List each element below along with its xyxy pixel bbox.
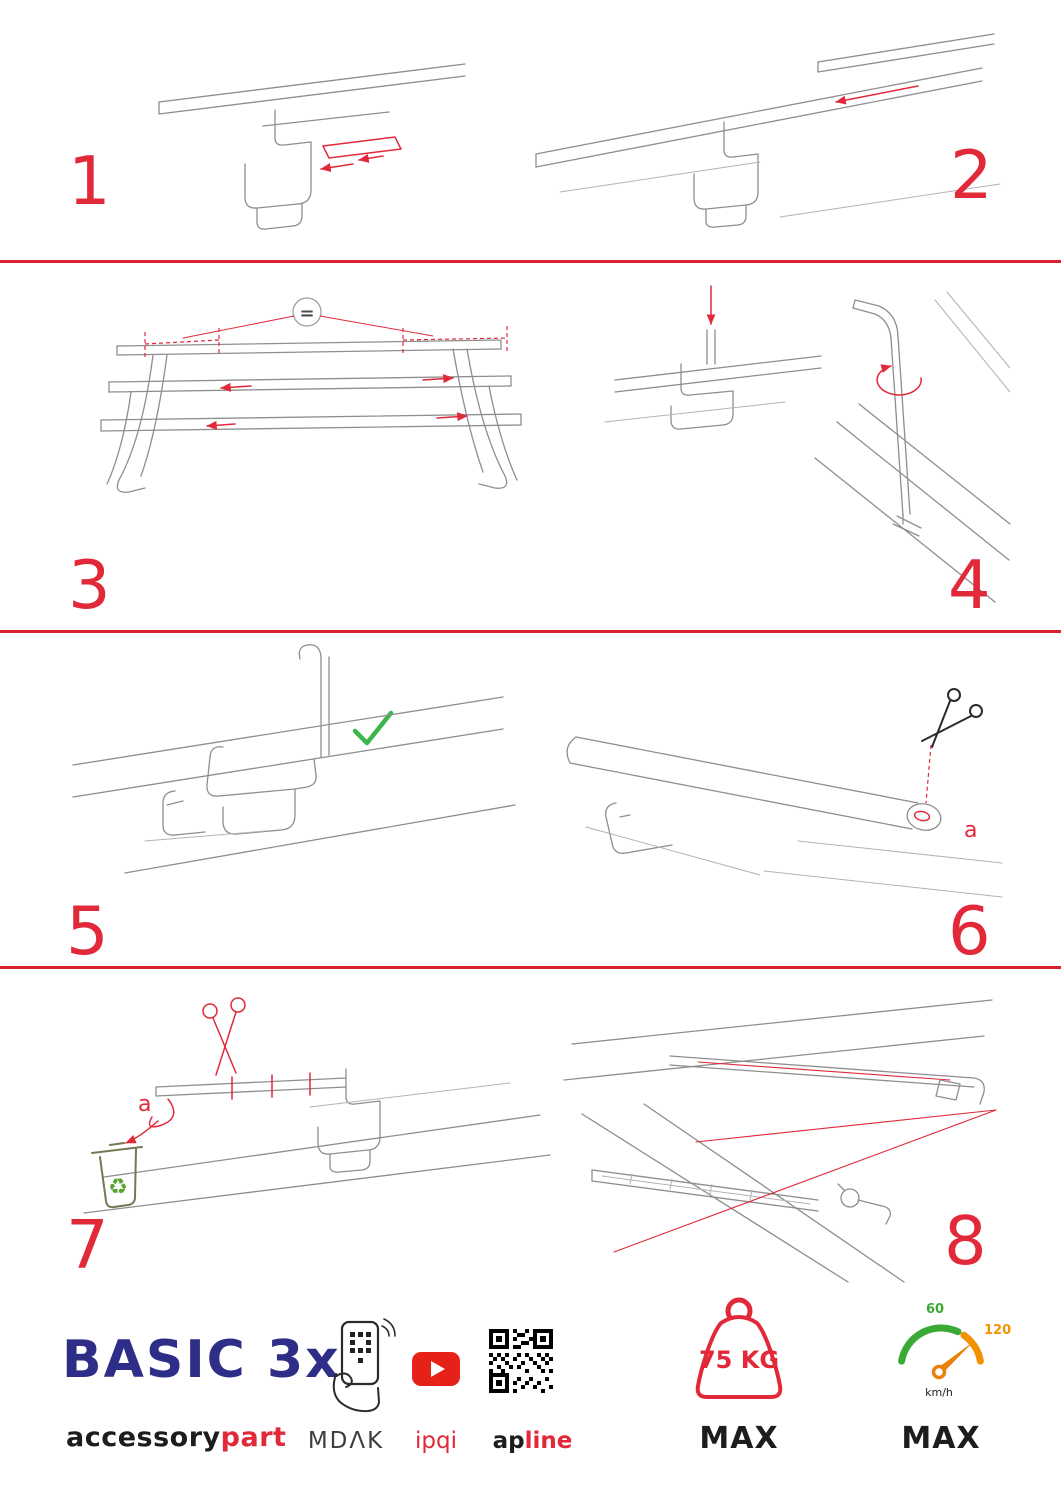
rotate-arrow — [876, 364, 922, 396]
t-bolt-adapter — [840, 1188, 860, 1208]
adjust-arrow — [220, 382, 252, 392]
partner-ipqi-label: ipqi — [415, 1428, 457, 1454]
step-6-number: 6 — [948, 892, 991, 970]
step-2-illustration — [535, 33, 1001, 228]
step-6-illustration: a — [566, 688, 1003, 898]
step-7-illustration: a ♻ — [83, 997, 551, 1214]
trash-bin-icon: ♻ — [91, 1142, 143, 1209]
brand-part: part — [220, 1422, 287, 1453]
section-divider-2 — [0, 630, 1061, 633]
part-a-label: a — [138, 1092, 151, 1117]
step-4-number: 4 — [948, 546, 991, 624]
speed-tick-120: 120 — [984, 1323, 1011, 1338]
section-divider-1 — [0, 260, 1061, 263]
scissors-icon — [202, 997, 246, 1076]
step-5-number: 5 — [66, 892, 109, 970]
part-a-label: a — [964, 818, 977, 843]
insert-arrow — [320, 163, 354, 172]
qr-code-icon — [489, 1329, 553, 1393]
speed-max-label: MAX — [901, 1421, 981, 1456]
checkmark-icon — [352, 710, 394, 746]
speedometer-icon: 60 120 km/h — [898, 1302, 1011, 1399]
step-1-number: 1 — [68, 142, 111, 220]
partner-mdak-label: MDΛK — [307, 1428, 385, 1454]
discard-arrow — [125, 1120, 159, 1144]
equal-spacing-label: = — [299, 303, 314, 324]
step-1-illustration — [158, 63, 466, 230]
weight-value: 75 KG — [699, 1346, 779, 1374]
brand-accessory: accessory — [66, 1422, 221, 1453]
scissors-icon — [921, 688, 983, 748]
recycle-icon: ♻ — [108, 1175, 128, 1200]
step-5-illustration — [72, 644, 516, 874]
strip-end-highlight — [913, 810, 931, 822]
step-3-number: 3 — [68, 546, 111, 624]
apline-black: ap — [492, 1428, 525, 1454]
step-8-illustration — [563, 999, 997, 1283]
step-3-illustration: = — [100, 297, 522, 493]
speed-unit: km/h — [925, 1386, 953, 1399]
phone-scan-icon — [332, 1318, 396, 1413]
step-4-illustration — [604, 285, 1011, 603]
rubber-pad-highlight — [321, 136, 403, 159]
speed-tick-60: 60 — [926, 1302, 944, 1317]
equal-spacing-circle — [292, 297, 322, 327]
youtube-icon — [412, 1352, 460, 1386]
play-icon — [431, 1361, 445, 1377]
pointer-line — [613, 1109, 997, 1253]
brand-wordmark: accessorypart — [66, 1422, 286, 1453]
step-2-number: 2 — [950, 136, 993, 214]
section-divider-3 — [0, 966, 1061, 969]
slide-arrow — [835, 85, 919, 105]
phone-qr-pixels — [350, 1332, 371, 1363]
step-7-number: 7 — [66, 1206, 109, 1284]
step-8-number: 8 — [944, 1202, 987, 1280]
product-name: BASIC 3x — [62, 1330, 341, 1390]
weight-max-label: MAX — [699, 1421, 779, 1456]
partner-apline-label: apline — [485, 1428, 580, 1454]
apline-red: line — [524, 1428, 573, 1454]
weight-limit-icon: 75 KG — [695, 1297, 783, 1399]
cut-line — [925, 744, 932, 804]
